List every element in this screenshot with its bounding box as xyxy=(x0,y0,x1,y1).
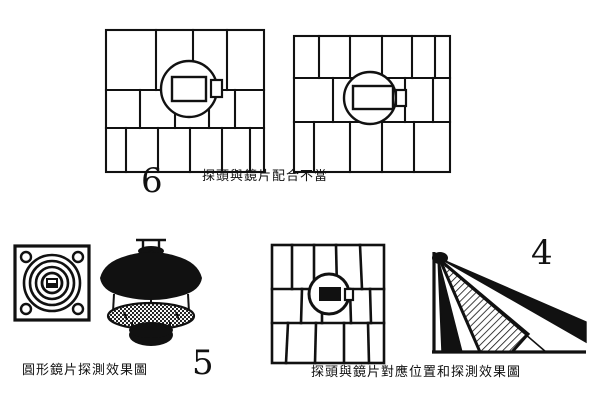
figure-number-6: 6 xyxy=(141,161,163,201)
caption-left: 圓形鏡片探測效果圖 xyxy=(22,363,149,378)
caption-top: 探頭與鏡片配合不當 xyxy=(202,169,329,184)
figure-fan-beam xyxy=(428,248,588,360)
figure-tile-wall-aligned xyxy=(270,243,386,365)
caption-bottom: 探頭與鏡片對應位置和探測效果圖 xyxy=(311,365,522,380)
figure-tile-wall-misaligned-left xyxy=(104,28,266,174)
circular-sensor-icon xyxy=(307,272,355,316)
figure-number-5: 5 xyxy=(192,343,214,383)
figure-tile-wall-misaligned-right xyxy=(292,34,452,174)
circular-sensor-icon xyxy=(342,70,408,126)
figure-square-lens-plate xyxy=(12,243,92,328)
figure-number-4: 4 xyxy=(531,233,553,273)
figure-conical-detection-pattern xyxy=(96,236,202,348)
circular-sensor-icon xyxy=(159,59,224,119)
